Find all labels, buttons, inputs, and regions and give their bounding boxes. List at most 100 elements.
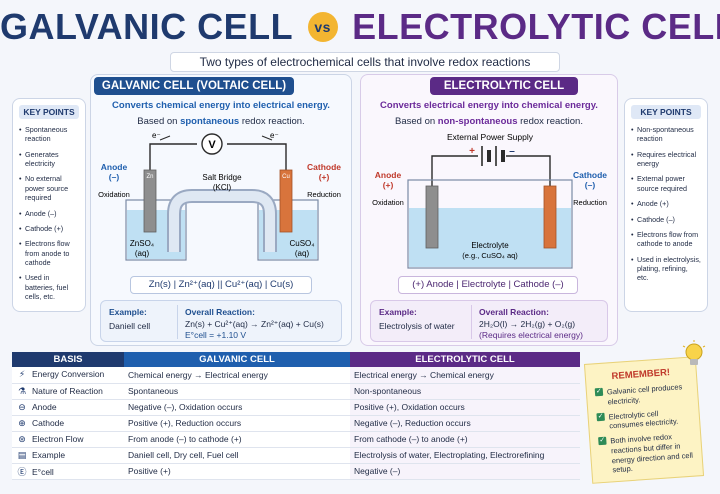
battery-minus: –: [509, 146, 515, 157]
galvanic-lead: Converts chemical energy into electrical…: [112, 100, 330, 111]
galvanic-reaction-label: Overall Reaction:: [185, 307, 255, 317]
list-item: ✓Galvanic cell produces electricity.: [594, 382, 690, 408]
electrolysis-tank: [407, 179, 573, 269]
electron-left-label: e⁻: [152, 131, 161, 140]
basis-label: Anode: [32, 401, 57, 412]
galvanic-cell-value: Positive (+), Reduction occurs: [124, 415, 350, 432]
electrolytic-example-label: Example:: [379, 307, 417, 317]
remember-note: REMEMBER! ✓Galvanic cell produces electr…: [583, 356, 705, 484]
remember-list: ✓Galvanic cell produces electricity. ✓El…: [594, 382, 695, 476]
remember-heading: REMEMBER!: [611, 367, 671, 383]
table-row: ⚡Energy Conversion Chemical energy → Ele…: [12, 367, 580, 384]
electrolytic-anode-label: Anode: [375, 170, 402, 180]
electrolytic-reaction-label: Overall Reaction:: [479, 307, 549, 317]
battery-plate-4: [501, 150, 505, 162]
galvanic-based-highlight: spontaneous: [180, 116, 240, 127]
electrolytic-cell-value: Non-spontaneous: [350, 383, 580, 400]
galvanic-header: GALVANIC CELL (VOLTAIC CELL): [94, 77, 294, 95]
galvanic-oxidation-label: Oxidation: [98, 190, 130, 199]
electrolytic-wire-left: [431, 155, 478, 188]
galvanic-based-pre: Based on: [137, 116, 181, 127]
e-circle-icon: Ⓔ: [17, 466, 27, 477]
table-row: ▤Example Daniell cell, Dry cell, Fuel ce…: [12, 447, 580, 464]
table-row: ⊕Cathode Positive (+), Reduction occurs …: [12, 415, 580, 432]
basis-cell: ⚗Nature of Reaction: [12, 383, 124, 400]
electrolytic-example-divider: [471, 305, 472, 339]
galvanic-reaction-value: Zn(s) + Cu²⁺(aq) → Zn²⁺(aq) + Cu(s): [185, 319, 324, 329]
basis-cell: ▤Example: [12, 447, 124, 464]
electrolytic-example-value: Electrolysis of water: [379, 321, 455, 331]
battery-plate-2: [487, 150, 491, 162]
list-item: Used in batteries, fuel cells, etc.: [19, 273, 79, 301]
galvanic-cell-value: Negative (–), Oxidation occurs: [124, 399, 350, 416]
list-item: External power source required: [631, 174, 701, 193]
galvanic-based-post: redox reaction.: [239, 116, 305, 127]
electron-arrow-right-icon: [261, 135, 273, 141]
electrolytic-cathode-rod: [543, 185, 557, 249]
electrolytic-based-pre: Based on: [395, 116, 438, 127]
electrolytic-wire-right: [506, 155, 551, 188]
list-item: Cathode (–): [631, 215, 701, 225]
plus-circle-icon: ⊕: [18, 417, 26, 428]
basis-label: Cathode: [32, 417, 65, 428]
electrolytic-reduction-label: Reduction: [573, 198, 607, 207]
electrolyte-sub: (e.g., CuSO₄ aq): [462, 251, 518, 260]
galvanic-cathode-sign: (+): [319, 172, 330, 182]
salt-bridge-fill: [169, 191, 275, 252]
salt-bridge-sub: (KCl): [213, 183, 232, 192]
electron-icon: ⊛: [18, 433, 26, 444]
table-header-row: BASIS GALVANIC CELL ELECTROLYTIC CELL: [12, 352, 580, 367]
basis-label: Electron Flow: [32, 433, 84, 444]
table-row: ⊛Electron Flow From anode (–) to cathode…: [12, 431, 580, 448]
lightbulb-icon: [682, 340, 706, 365]
voltmeter-label: V: [208, 139, 216, 151]
basis-label: Nature of Reaction: [32, 385, 103, 396]
list-item: Spontaneous reaction: [19, 125, 79, 144]
page-title: GALVANIC CELL vs ELECTROLYTIC CELL: [0, 6, 720, 50]
list-item: Used in electrolysis, plating, refining,…: [631, 255, 701, 283]
electrolytic-cell-diagram: External Power Supply + – Electrolyte (e…: [372, 132, 607, 269]
basis-cell: ⊖Anode: [12, 399, 124, 416]
electrolytic-cell-value: Negative (–), Reduction occurs: [350, 415, 580, 432]
electrolytic-anode-sign: (+): [383, 180, 394, 190]
list-item: Electrons flow from anode to cathode: [19, 239, 79, 267]
key-points-left-heading: KEY POINTS: [19, 105, 79, 119]
header-electrolytic: ELECTROLYTIC CELL: [350, 352, 580, 367]
electrolytic-cell-value: From cathode (–) to anode (+): [350, 431, 580, 448]
electrolytic-basis-line: Based on non-spontaneous redox reaction.: [360, 116, 618, 127]
salt-bridge-label: Salt Bridge: [202, 173, 242, 182]
list-item: Requires electrical energy: [631, 150, 701, 169]
electron-arrow-left-icon: [159, 135, 171, 141]
electrolytic-oxidation-label: Oxidation: [372, 198, 404, 207]
checkbox-icon: ✓: [594, 387, 604, 397]
remember-item-text: Galvanic cell produces electricity.: [606, 382, 683, 407]
checkbox-icon: ✓: [596, 412, 605, 421]
right-solution-label: CuSO₄: [289, 239, 314, 248]
electrolytic-example-box: Example: Electrolysis of water Overall R…: [370, 300, 608, 342]
galvanic-example-label: Example:: [109, 307, 147, 317]
title-galvanic: GALVANIC CELL: [0, 6, 294, 47]
comparison-table: BASIS GALVANIC CELL ELECTROLYTIC CELL ⚡E…: [12, 352, 580, 480]
remember-item-text: Electrolytic cell consumes electricity.: [608, 408, 679, 431]
header-basis: BASIS: [12, 352, 124, 367]
right-solution-sub: (aq): [295, 249, 310, 258]
key-points-left-list: Spontaneous reaction Generates electrici…: [19, 125, 79, 301]
lightning-icon: ⚡: [18, 369, 26, 380]
list-item: ✓Electrolytic cell consumes electricity.: [596, 406, 691, 432]
electrolytic-cell-value: Negative (–): [350, 463, 580, 480]
electrolytic-reaction-value: 2H₂O(l) → 2H₂(g) + O₂(g): [479, 319, 576, 329]
galvanic-anode-label: Anode: [101, 162, 128, 172]
left-solution-label: ZnSO₄: [130, 239, 154, 248]
list-item: Non-spontaneous reaction: [631, 125, 701, 144]
galvanic-cell-diagram: V e⁻ e⁻ Salt Bridge (KCl) Zn Cu Anode (–…: [98, 131, 341, 261]
voltmeter-icon: [201, 133, 223, 155]
basis-cell: ⚡Energy Conversion: [12, 367, 124, 384]
table-row: ⊖Anode Negative (–), Oxidation occurs Po…: [12, 399, 580, 416]
electrolytic-based-post: redox reaction.: [517, 116, 583, 127]
galvanic-cell-value: Daniell cell, Dry cell, Fuel cell: [124, 447, 350, 464]
title-electrolytic: ELECTROLYTIC CELL: [352, 6, 720, 47]
salt-bridge-tube: [167, 189, 277, 252]
basis-cell: ⊕ Cathode: [12, 415, 124, 432]
